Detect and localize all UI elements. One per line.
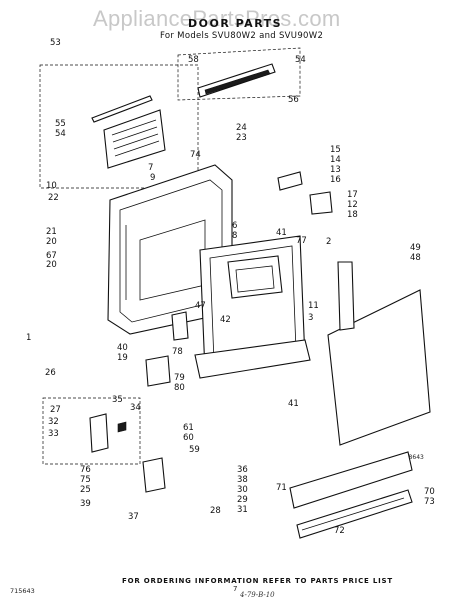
callout-56: 56 <box>288 95 299 105</box>
callout-6: 6 <box>232 221 237 231</box>
page-number: 7 <box>233 585 238 593</box>
bottom-trim-panel <box>289 451 413 539</box>
diagram-subtitle: For Models SVU80W2 and SVU90W2 <box>160 31 324 41</box>
vent-panel <box>91 95 166 169</box>
bracket-15 <box>277 171 303 191</box>
callout-16: 16 <box>330 175 341 185</box>
callout-14: 14 <box>330 155 341 165</box>
callout-40: 40 <box>117 343 128 353</box>
callout-80: 80 <box>174 383 185 393</box>
callout-20: 20 <box>46 260 57 270</box>
callout-76: 76 <box>80 465 91 475</box>
hinge-part-17 <box>309 191 333 215</box>
callout-73: 73 <box>424 497 435 507</box>
handle-part-47 <box>171 311 189 341</box>
callout-74: 74 <box>190 150 201 160</box>
callout-53: 53 <box>50 38 61 48</box>
callout-34: 34 <box>130 403 141 413</box>
callout-32: 32 <box>48 417 59 427</box>
callout-70: 70 <box>424 487 435 497</box>
callout-10: 10 <box>46 181 57 191</box>
callout-78: 78 <box>172 347 183 357</box>
callout-31: 31 <box>237 505 248 515</box>
callout-17: 17 <box>347 190 358 200</box>
watermark: AppliancePartsPros.com <box>93 6 341 31</box>
callout-75: 75 <box>80 475 91 485</box>
callout-30: 30 <box>237 485 248 495</box>
callout-15: 15 <box>330 145 341 155</box>
group-box-26 <box>42 397 141 465</box>
callout-49: 49 <box>410 243 421 253</box>
callout-7: 7 <box>148 163 153 173</box>
callout-25: 25 <box>80 485 91 495</box>
handwritten-note: 4-79-B-10 <box>240 591 275 599</box>
callout-54: 54 <box>295 55 306 65</box>
callout-59: 59 <box>189 445 200 455</box>
outer-door-panel <box>327 261 431 446</box>
callout-67: 67 <box>46 251 57 261</box>
callout-60: 60 <box>183 433 194 443</box>
footer-left-code: 715643 <box>10 587 35 595</box>
callout-55: 55 <box>55 119 66 129</box>
callout-21: 21 <box>46 227 57 237</box>
door-frame <box>194 235 311 379</box>
callout-77: 77 <box>296 236 307 246</box>
callout-58: 58 <box>188 55 199 65</box>
callout-26: 26 <box>45 368 56 378</box>
callout-41: 41 <box>288 399 299 409</box>
callout-47: 47 <box>195 301 206 311</box>
callout-29: 29 <box>237 495 248 505</box>
door-switch <box>142 457 166 493</box>
callout-61: 61 <box>183 423 194 433</box>
callout-27: 27 <box>50 405 61 415</box>
callout-2: 2 <box>326 237 331 247</box>
callout-72: 72 <box>334 526 345 536</box>
callout-8: 8 <box>232 231 237 241</box>
callout-18: 18 <box>347 210 358 220</box>
callout-42: 42 <box>220 315 231 325</box>
callout-28: 28 <box>210 506 221 516</box>
latch-assembly <box>89 413 127 453</box>
group-box-56 <box>177 47 301 101</box>
callout-9: 9 <box>150 173 155 183</box>
diagram-code: DW8643 <box>398 454 424 461</box>
callout-35: 35 <box>112 395 123 405</box>
callout-37: 37 <box>128 512 139 522</box>
bracket-79 <box>145 355 171 387</box>
callout-24: 24 <box>236 123 247 133</box>
callout-13: 13 <box>330 165 341 175</box>
callout-23: 23 <box>236 133 247 143</box>
callout-79: 79 <box>174 373 185 383</box>
callout-41: 41 <box>276 228 287 238</box>
diagram-title: DOOR PARTS <box>188 17 283 30</box>
detergent-dispenser <box>227 255 283 299</box>
callout-38: 38 <box>237 475 248 485</box>
callout-3: 3 <box>308 313 313 323</box>
callout-36: 36 <box>237 465 248 475</box>
callout-20: 20 <box>46 237 57 247</box>
control-console <box>197 63 276 98</box>
callout-11: 11 <box>308 301 319 311</box>
callout-19: 19 <box>117 353 128 363</box>
callout-33: 33 <box>48 429 59 439</box>
callout-1: 1 <box>26 333 31 343</box>
ordering-instruction: FOR ORDERING INFORMATION REFER TO PARTS … <box>122 577 393 585</box>
callout-54: 54 <box>55 129 66 139</box>
callout-71: 71 <box>276 483 287 493</box>
callout-39: 39 <box>80 499 91 509</box>
callout-22: 22 <box>48 193 59 203</box>
callout-12: 12 <box>347 200 358 210</box>
callout-48: 48 <box>410 253 421 263</box>
